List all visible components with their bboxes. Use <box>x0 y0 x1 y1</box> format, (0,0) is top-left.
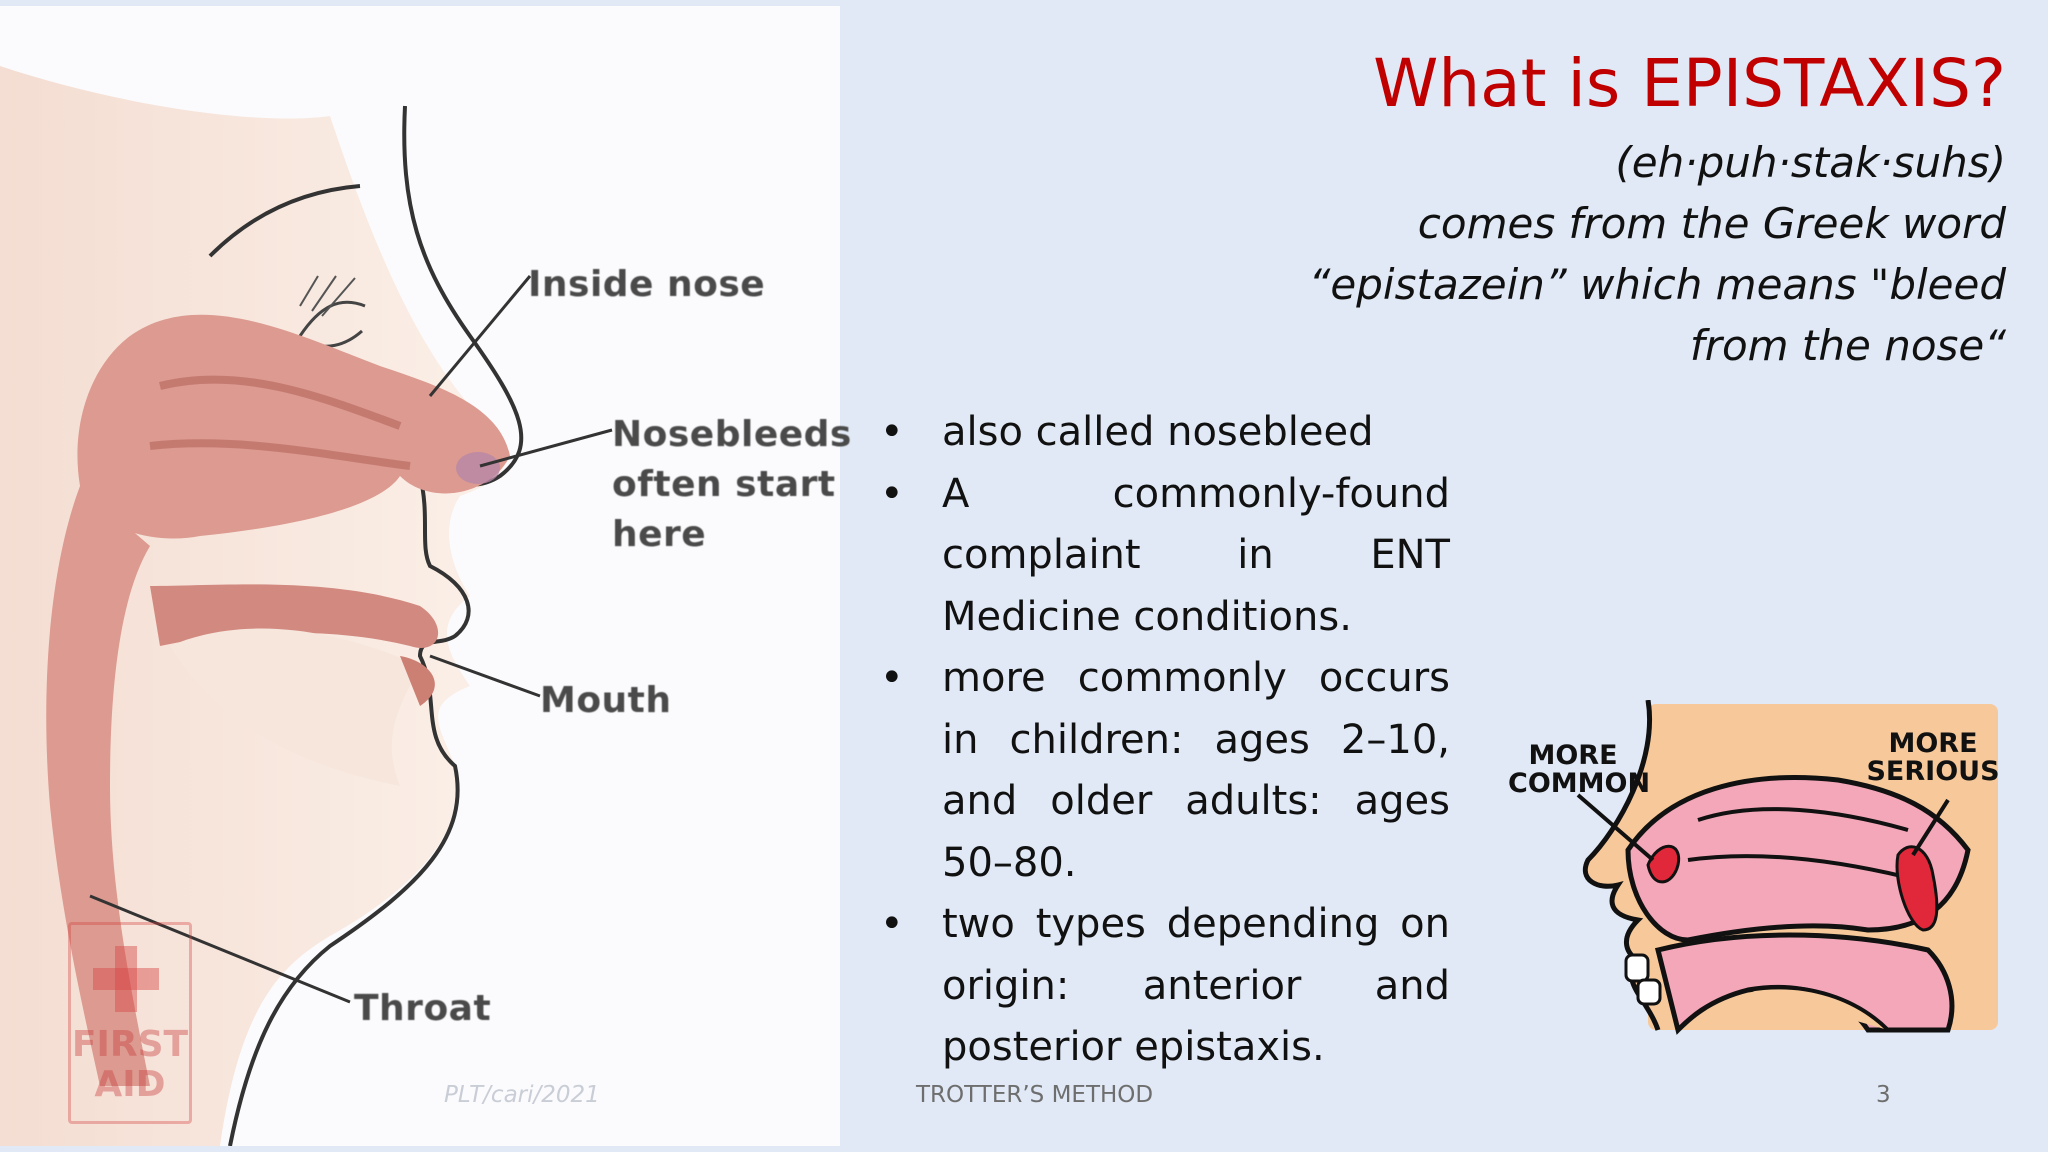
head-cross-section-graphic <box>0 66 613 1146</box>
more-common-line-2: COMMON <box>1508 768 1651 799</box>
nosebleed-types-cartoon: MORE COMMON MORE SERIOUS <box>1508 700 2008 1040</box>
label-inside-nose: Inside nose <box>528 264 766 305</box>
label-nosebleeds-line-3: here <box>612 514 707 555</box>
label-throat: Throat <box>354 988 492 1029</box>
first-aid-text-2: AID <box>94 1064 166 1105</box>
nose-anatomy-illustration: Inside nose Nosebleeds often start here … <box>0 6 851 1146</box>
footer-title: TROTTER’S METHOD <box>916 1082 1154 1108</box>
label-more-serious: MORE SERIOUS <box>1858 730 2008 786</box>
more-common-line-1: MORE <box>1528 740 1618 771</box>
more-serious-line-2: SERIOUS <box>1866 756 2000 787</box>
first-aid-badge: FIRST AID <box>68 922 192 1124</box>
etymology-subtitle: (eh·puh·stak·suhs) comes from the Greek … <box>1186 132 2006 376</box>
label-nosebleeds-line-2: often start <box>612 464 836 505</box>
page-number: 3 <box>1876 1082 1891 1108</box>
bullet-item: also called nosebleed <box>880 402 1450 464</box>
label-nosebleeds-line-1: Nosebleeds <box>612 414 852 455</box>
subtitle-line: (eh·puh·stak·suhs) <box>1615 138 2006 187</box>
bullet-item: A commonly-found complaint in ENT Medici… <box>880 464 1450 649</box>
cartoon-graphic <box>1576 700 1998 1035</box>
bullet-item: two types depending on origin: anterior … <box>880 894 1450 1079</box>
subtitle-line: “epistazein” which means "bleed <box>1308 260 2006 309</box>
label-mouth: Mouth <box>540 680 672 721</box>
slide-title: What is EPISTAXIS? <box>1373 45 2006 122</box>
subtitle-line: comes from the Greek word <box>1417 199 2006 248</box>
subtitle-line: from the nose“ <box>1689 321 2006 370</box>
footer-author: PLT/cari/2021 <box>444 1082 600 1108</box>
more-serious-line-1: MORE <box>1888 728 1978 759</box>
bullet-item: more commonly occurs in children: ages 2… <box>880 648 1450 894</box>
bullet-list: also called nosebleed A commonly-found c… <box>880 402 1450 1079</box>
first-aid-text-1: FIRST <box>71 1024 189 1065</box>
label-more-common: MORE COMMON <box>1508 740 1651 799</box>
